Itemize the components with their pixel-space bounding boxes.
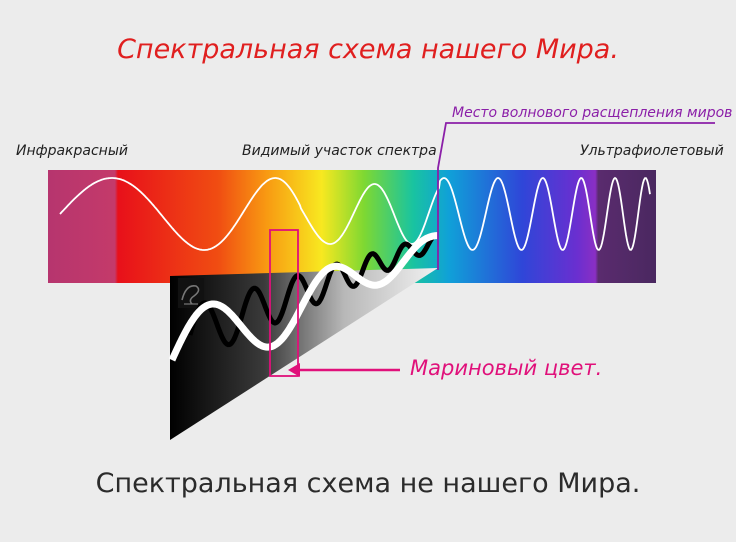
dark-world-wave (187, 232, 439, 348)
ultraviolet-label: Ультрафиолетовый (580, 143, 724, 159)
infrared-label: Инфракрасный (16, 143, 128, 159)
split-point-label: Место волнового расщепления миров (452, 105, 733, 121)
page-title: Спектральная схема нашего Мира. (117, 34, 619, 65)
spectrum-band (48, 170, 656, 283)
split-marker-line (437, 122, 715, 270)
spectrum-wave (59, 176, 651, 251)
marin-color-marker (269, 229, 299, 377)
marin-color-label: Мариновый цвет. (410, 356, 603, 380)
gray-spectrum-band (170, 268, 438, 440)
visible-spectrum-label: Видимый участок спектра (242, 143, 437, 159)
light-world-wave (168, 232, 439, 362)
marin-arrow-head (288, 363, 300, 377)
bottom-title: Спектральная схема не нашего Мира. (95, 468, 641, 499)
